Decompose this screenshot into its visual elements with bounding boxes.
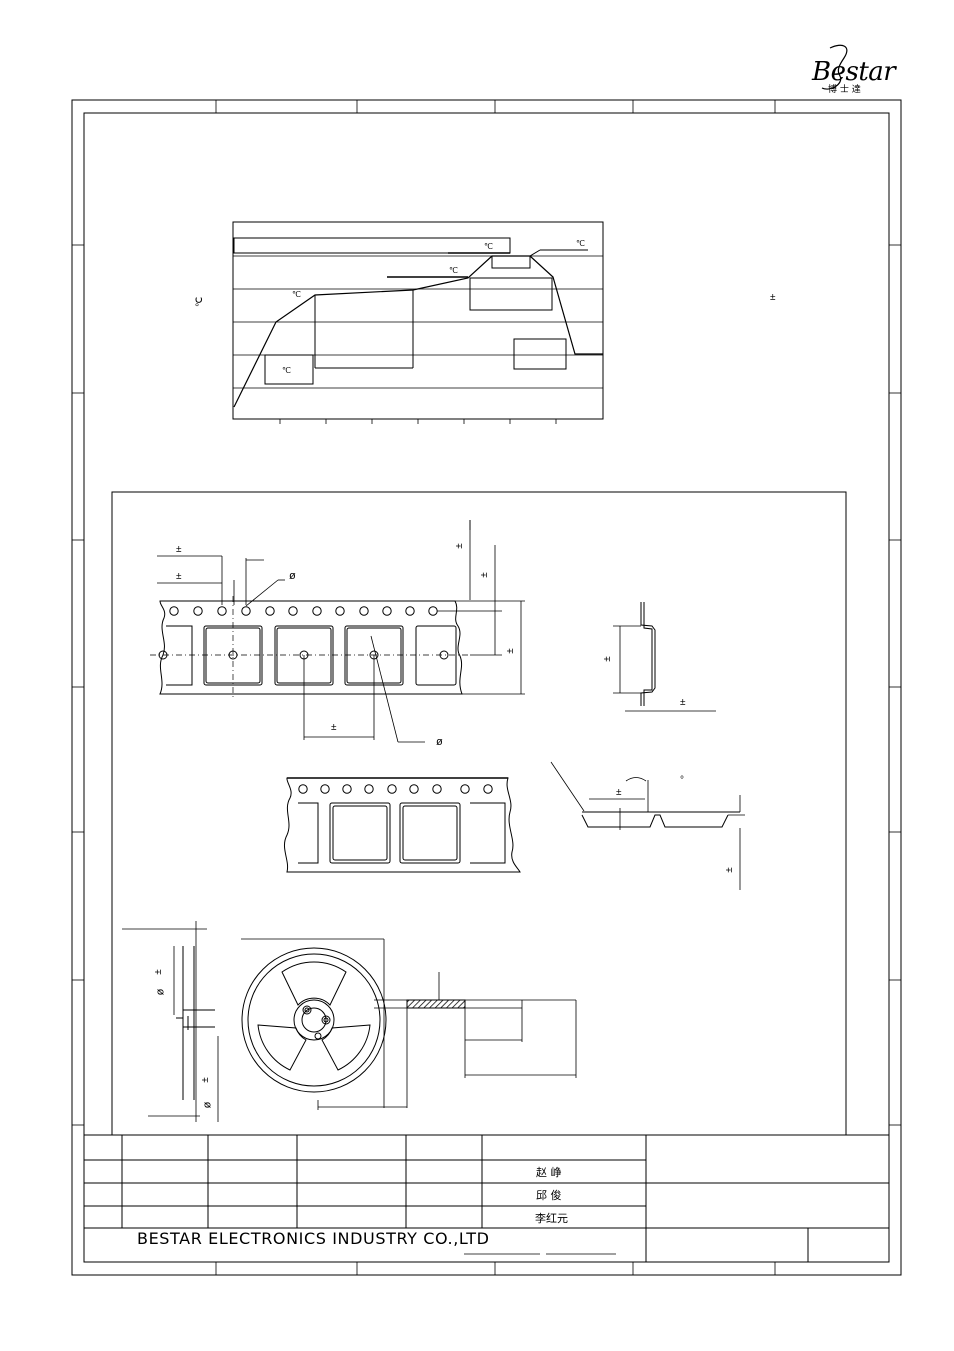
logo-subtext: 博 士 達 <box>828 83 861 95</box>
draft-angle-degree: ° <box>680 775 684 786</box>
reflow-profile-chart <box>232 221 604 424</box>
zone-ticks <box>72 100 901 1275</box>
reel-outer-diameter-symbol: ø <box>201 1101 214 1109</box>
sprocket-diameter-symbol: ø <box>289 570 296 582</box>
tape-outline <box>159 600 463 695</box>
approver-name: 李红元 <box>535 1212 568 1225</box>
preheat-box <box>264 354 314 385</box>
reel-hub-diameter-symbol: ø <box>154 988 167 996</box>
chart-ticks <box>279 419 557 424</box>
preheat-box-unit: ℃ <box>282 366 291 375</box>
checker-name: 邱 俊 <box>536 1189 562 1202</box>
logo-wordmark: Bestar <box>811 57 897 87</box>
peak-zone-box <box>233 237 511 254</box>
pocket-thickness-tolerance: ± <box>680 697 686 708</box>
peak-temp-unit: ℃ <box>484 242 493 251</box>
pocket-depth-tolerance: ± <box>601 656 613 662</box>
designer-name: 赵 峥 <box>536 1166 562 1179</box>
reel-hub-tolerance: ± <box>199 1077 211 1083</box>
reel-side-view <box>122 921 219 1122</box>
cover-sprocket-holes <box>298 784 493 794</box>
peak-leader <box>529 249 541 257</box>
cooling-box <box>513 338 567 370</box>
hole-offset-tolerance: ± <box>478 572 490 578</box>
reel-front-view <box>241 938 577 1110</box>
title-block <box>84 1134 889 1262</box>
section-height-tolerance: ± <box>723 867 735 873</box>
section-width-tolerance: ± <box>616 787 622 798</box>
logo-swirl <box>821 44 848 90</box>
pocket-hole-diameter-symbol: ø <box>436 736 443 748</box>
tape-pockets <box>166 625 457 686</box>
reflow-time-box <box>469 277 553 311</box>
preheat-top-unit: ℃ <box>292 290 301 299</box>
reel-spoke-cutouts <box>281 961 347 1006</box>
carrier-tape-top-view <box>150 520 525 743</box>
bestar-logo: Bestar 博 士 達 <box>811 44 898 95</box>
pocket-pitch-tolerance: ± <box>331 722 337 733</box>
tape-leader-hatch <box>406 999 466 1009</box>
total-width-tolerance: ± <box>504 648 516 654</box>
tape-width-tolerance: ± <box>453 543 465 549</box>
tape-dimension-lines <box>157 520 522 743</box>
chart-y-axis-unit: ℃ <box>194 296 205 308</box>
pocket-side-section <box>613 602 716 712</box>
chart-frame <box>232 221 604 420</box>
company-name: BESTAR ELECTRONICS INDUSTRY CO.,LTD <box>137 1229 490 1248</box>
peak-plateau-box <box>491 255 531 269</box>
peak-limit-unit: ℃ <box>576 239 585 248</box>
liquidus-temp-unit: ℃ <box>449 266 458 275</box>
chart-tolerance-symbol: ± <box>770 292 776 303</box>
cover-tape-view <box>283 777 521 873</box>
pitch-tolerance-1: ± <box>176 544 182 555</box>
sprocket-holes <box>169 606 438 616</box>
tape-side-section <box>550 761 745 890</box>
profile-curve <box>233 255 603 408</box>
reel-width-tolerance: ± <box>152 969 164 975</box>
outer-frame <box>71 99 902 1276</box>
pitch-tolerance-2: ± <box>176 571 182 582</box>
inner-frame <box>83 112 890 1263</box>
